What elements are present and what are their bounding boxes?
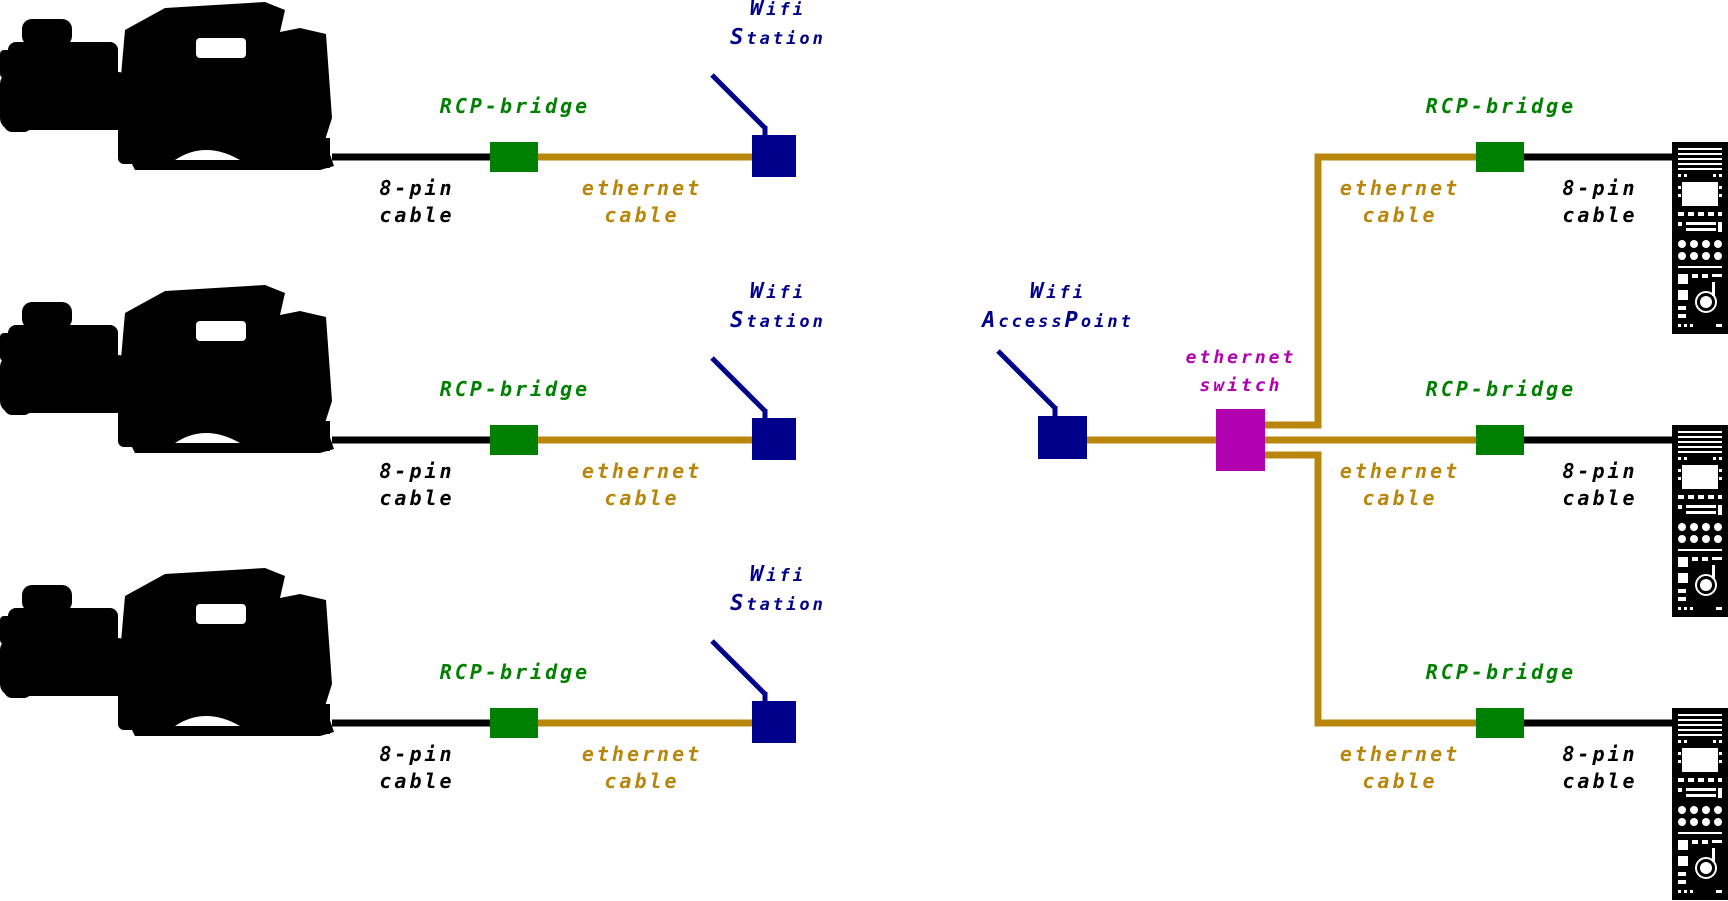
wifi-station-title-2b-rest: tation bbox=[746, 312, 825, 332]
rcp-bridge-right-1 bbox=[1476, 142, 1524, 172]
wifi-station-title-2a: Wifi bbox=[750, 279, 806, 304]
rcp-ethernet-label-1a: ethernet bbox=[1340, 176, 1460, 200]
wifi-station-title-2a-first: W bbox=[750, 279, 766, 304]
rcp-row-1: RCP-bridge ethernet cable 8-pin cable bbox=[1340, 94, 1728, 335]
wifi-ap-title-b-rest-b: oint bbox=[1081, 312, 1134, 332]
rcp-bridge-right-label-2: RCP-bridge bbox=[1426, 377, 1576, 401]
ethernet-cable-label-1b: cable bbox=[604, 203, 679, 227]
wifi-station-title-3b-rest: tation bbox=[746, 595, 825, 615]
rcp-ethernet-label-2a: ethernet bbox=[1340, 459, 1460, 483]
wifi-station-title-1a: Wifi bbox=[750, 0, 806, 21]
wifi-ap-title-b: AccessPoint bbox=[980, 308, 1134, 333]
wifi-station-title-1a-rest: ifi bbox=[766, 0, 806, 20]
ethernet-cable-label-3b: cable bbox=[604, 769, 679, 793]
rcp-row-2: RCP-bridge ethernet cable 8-pin cable bbox=[1340, 377, 1728, 618]
rcp-bridge-label-2: RCP-bridge bbox=[440, 377, 590, 401]
wifi-station-title-3b-first: S bbox=[730, 591, 746, 616]
wifi-access-point: Wifi AccessPoint bbox=[980, 279, 1134, 459]
wifi-station-title-1b-first: S bbox=[730, 25, 746, 50]
wifi-ap-title-a: Wifi bbox=[1030, 279, 1086, 304]
pin-cable-label-3b: cable bbox=[379, 769, 454, 793]
rcp-bridge-right-3 bbox=[1476, 708, 1524, 738]
pin-cable-label-1a: 8-pin bbox=[379, 176, 454, 200]
wifi-station-title-3a-first: W bbox=[750, 562, 766, 587]
rcp-bridge-2 bbox=[490, 425, 538, 455]
rcp-bridge-right-label-3: RCP-bridge bbox=[1426, 660, 1576, 684]
rcp-ethernet-label-1b: cable bbox=[1362, 203, 1437, 227]
chain-row-1: RCP-bridge 8-pin cable ethernet cable Wi… bbox=[0, 0, 826, 227]
wifi-station-1-icon bbox=[712, 75, 796, 177]
rcp-bridge-right-2 bbox=[1476, 425, 1524, 455]
camera-3-icon bbox=[0, 568, 334, 736]
rcp-bridge-label-1: RCP-bridge bbox=[440, 94, 590, 118]
rcp-bridge-right-label-1: RCP-bridge bbox=[1426, 94, 1576, 118]
access-point-box bbox=[1038, 416, 1087, 459]
access-point-antenna-icon bbox=[996, 349, 1057, 410]
wifi-station-title-3a-rest: ifi bbox=[766, 566, 806, 586]
rcp-pin-label-3b: cable bbox=[1562, 769, 1637, 793]
rcp-pin-label-1a: 8-pin bbox=[1562, 176, 1637, 200]
wifi-station-title-1a-first: W bbox=[750, 0, 766, 21]
ethernet-switch bbox=[1216, 409, 1265, 471]
ethernet-switch-label-b: switch bbox=[1199, 375, 1282, 396]
switch-to-bridge-cable-1 bbox=[1264, 153, 1478, 429]
pin-cable-label-3a: 8-pin bbox=[379, 742, 454, 766]
rcp-pin-label-1b: cable bbox=[1562, 203, 1637, 227]
ethernet-cable-label-2b: cable bbox=[604, 486, 679, 510]
rcp-ethernet-label-3b: cable bbox=[1362, 769, 1437, 793]
rcp-pin-label-2a: 8-pin bbox=[1562, 459, 1637, 483]
chain-row-3: RCP-bridge 8-pin cable ethernet cable Wi… bbox=[0, 562, 826, 793]
wifi-station-title-2b-first: S bbox=[730, 308, 746, 333]
wifi-station-title-3b: Station bbox=[730, 591, 826, 616]
switch-to-bridge-cable-3 bbox=[1264, 451, 1478, 727]
camera-1-icon bbox=[0, 2, 334, 170]
rcp-panel-2-icon bbox=[1671, 424, 1728, 618]
pin-cable-label-2b: cable bbox=[379, 486, 454, 510]
wifi-station-2-icon bbox=[712, 358, 796, 460]
rcp-pin-label-3a: 8-pin bbox=[1562, 742, 1637, 766]
wifi-ap-title-a-rest: ifi bbox=[1046, 283, 1086, 303]
wifi-station-title-2b: Station bbox=[730, 308, 826, 333]
rcp-bridge-label-3: RCP-bridge bbox=[440, 660, 590, 684]
wifi-station-3-icon bbox=[712, 641, 796, 743]
wifi-ap-title-b-rest-a: ccess bbox=[998, 312, 1064, 332]
wifi-station-title-1b: Station bbox=[730, 25, 826, 50]
ethernet-switch-label-a: ethernet bbox=[1186, 347, 1297, 368]
rcp-row-3: RCP-bridge ethernet cable 8-pin cable bbox=[1340, 660, 1728, 901]
rcp-panel-1-icon bbox=[1671, 141, 1728, 335]
wifi-ap-title-a-first: W bbox=[1030, 279, 1046, 304]
chain-row-2: RCP-bridge 8-pin cable ethernet cable Wi… bbox=[0, 279, 826, 510]
rcp-bridge-3 bbox=[490, 708, 538, 738]
wifi-station-title-1b-rest: tation bbox=[746, 29, 825, 49]
right-ethernet-cables bbox=[1087, 153, 1478, 727]
ethernet-cable-label-2a: ethernet bbox=[582, 459, 702, 483]
ethernet-cable-label-1a: ethernet bbox=[582, 176, 702, 200]
camera-2-icon bbox=[0, 285, 334, 453]
rcp-ethernet-label-3a: ethernet bbox=[1340, 742, 1460, 766]
rcp-bridge-1 bbox=[490, 142, 538, 172]
ethernet-cable-label-3a: ethernet bbox=[582, 742, 702, 766]
wifi-station-title-3a: Wifi bbox=[750, 562, 806, 587]
rcp-panel-3-icon bbox=[1671, 707, 1728, 901]
wifi-ap-title-b-first-a: A bbox=[980, 308, 998, 333]
pin-cable-label-2a: 8-pin bbox=[379, 459, 454, 483]
rcp-pin-label-2b: cable bbox=[1562, 486, 1637, 510]
wifi-ap-title-b-first-b: P bbox=[1065, 308, 1081, 333]
rcp-ethernet-label-2b: cable bbox=[1362, 486, 1437, 510]
pin-cable-label-1b: cable bbox=[379, 203, 454, 227]
wifi-station-title-2a-rest: ifi bbox=[766, 283, 806, 303]
